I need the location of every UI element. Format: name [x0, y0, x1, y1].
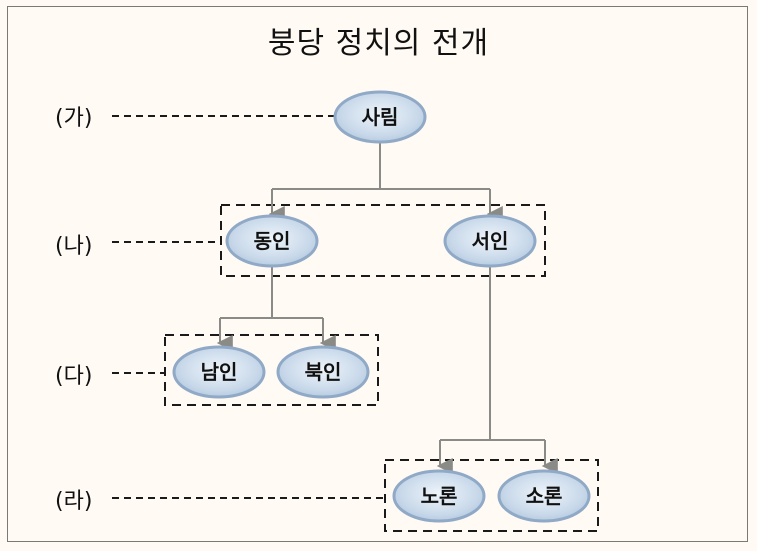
- node-label-seoin: 서인: [472, 229, 509, 253]
- stage-label-na: (나): [55, 234, 93, 259]
- node-sarim: 사림: [333, 90, 427, 144]
- connector-seoin: [436, 266, 558, 474]
- node-seoin: 서인: [443, 214, 537, 268]
- stage-label-da: (다): [55, 364, 93, 389]
- stage-label-ga: (가): [55, 106, 93, 131]
- node-label-sarim: 사림: [362, 105, 399, 129]
- node-noron: 노론: [392, 469, 486, 523]
- node-label-noron: 노론: [421, 484, 458, 508]
- diagram-title: 붕당 정치의 전개: [267, 26, 490, 61]
- stage-label-ra: (라): [55, 489, 93, 514]
- node-label-soron: 소론: [526, 484, 563, 508]
- node-namin: 남인: [172, 345, 266, 399]
- group-box-ra: [384, 459, 599, 532]
- group-box-na: [220, 204, 546, 277]
- group-box-da: [164, 334, 379, 406]
- connector-sarim: [268, 142, 503, 222]
- node-dongin: 동인: [225, 214, 319, 268]
- node-bugin: 북인: [276, 345, 370, 399]
- node-soron: 소론: [497, 469, 591, 523]
- diagram-frame: [7, 6, 748, 542]
- connector-dongin: [216, 266, 336, 351]
- node-label-dongin: 동인: [254, 229, 291, 253]
- node-label-bugin: 북인: [305, 360, 342, 384]
- node-label-namin: 남인: [201, 360, 238, 384]
